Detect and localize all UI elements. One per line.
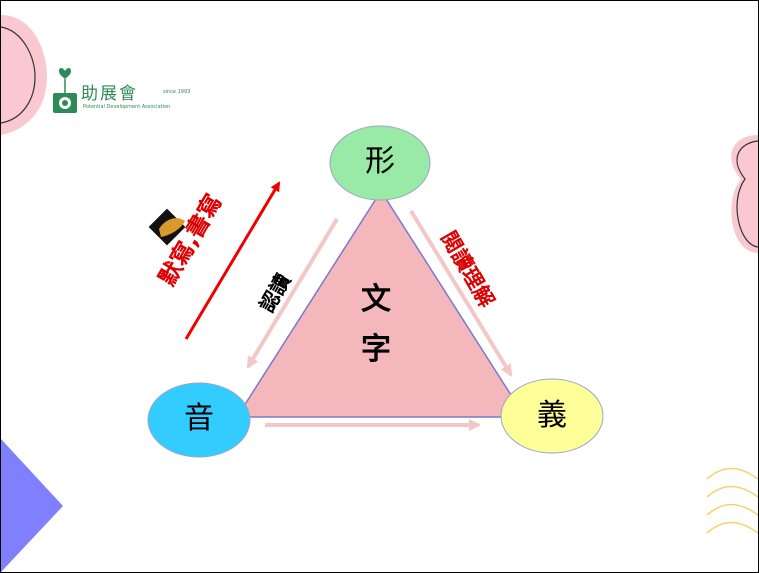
arrow-shape-to-sound xyxy=(246,217,339,369)
logo-subtitle: Potential Development Association xyxy=(83,104,171,110)
organization-logo: 助展會 since 1993 Potential Development Ass… xyxy=(51,65,201,155)
logo-flower-icon xyxy=(53,68,77,113)
arrow-shape-to-meaning xyxy=(409,209,513,377)
logo-name: 助展會 xyxy=(81,84,138,104)
writing-hand-icon xyxy=(148,208,186,246)
center-label-char-2: 字 xyxy=(361,332,391,367)
center-label-char-1: 文 xyxy=(361,282,391,317)
decoration-purple-triangle xyxy=(1,439,63,572)
node-sound-label: 音 xyxy=(184,401,214,436)
node-shape xyxy=(329,125,431,201)
node-shape-label: 形 xyxy=(365,144,395,179)
logo-year: since 1993 xyxy=(163,89,191,95)
decoration-yellow-waves xyxy=(706,467,758,534)
arrow-red-writing xyxy=(184,181,281,340)
decoration-right-leaf xyxy=(731,135,758,253)
node-meaning-label: 義 xyxy=(537,398,567,433)
center-triangle xyxy=(235,189,527,418)
node-sound xyxy=(147,382,251,458)
decoration-top-left-arc xyxy=(1,15,47,135)
node-meaning xyxy=(500,378,604,454)
